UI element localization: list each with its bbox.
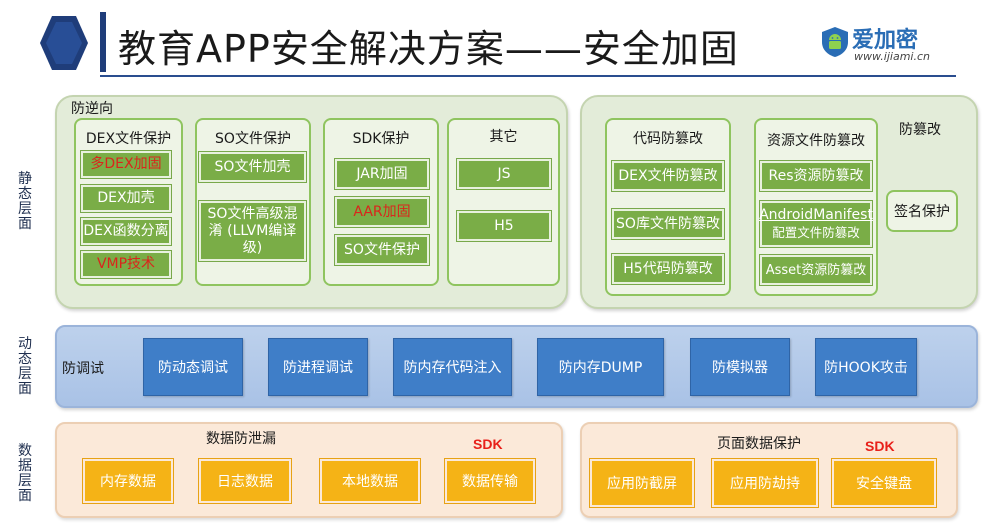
title-accent-bar [100,12,106,72]
page-data-sdk-label: SDK [865,438,895,454]
memory-data-button[interactable]: 内存数据 [83,459,173,503]
log-data-button[interactable]: 日志数据 [199,459,291,503]
anti-tamper-label: 防篡改 [899,122,941,138]
anti-memory-dump-button[interactable]: 防内存DUMP [537,338,664,396]
anti-hijack-button[interactable]: 应用防劫持 [712,459,818,507]
local-data-button[interactable]: 本地数据 [320,459,420,503]
jar-reinforce-button[interactable]: JAR加固 [335,159,429,189]
manifest-tamper-line1: AndroidManifest [759,207,873,223]
res-tamper-button[interactable]: Res资源防篡改 [760,161,872,191]
logo-url: www.ijiami.cn [854,50,930,63]
vmp-tech-button[interactable]: VMP技术 [81,251,171,278]
anti-process-debug-button[interactable]: 防进程调试 [268,338,368,396]
anti-reverse-label: 防逆向 [71,101,113,117]
anti-hook-button[interactable]: 防HOOK攻击 [815,338,917,396]
code-tamper-title: 代码防篡改 [633,131,703,147]
h5-tamper-button[interactable]: H5代码防篡改 [612,254,724,284]
so-tamper-button[interactable]: SO库文件防篡改 [612,209,724,239]
anti-debug-label: 防调试 [62,361,104,377]
data-transfer-button[interactable]: 数据传输 [445,459,535,503]
sdk-group-title: SDK保护 [352,131,410,147]
anti-dynamic-debug-button[interactable]: 防动态调试 [143,338,243,396]
anti-emulator-button[interactable]: 防模拟器 [690,338,790,396]
side-label-dynamic: 动态层面 [18,336,32,397]
manifest-tamper-button[interactable]: AndroidManifest 配置文件防篡改 [759,201,873,247]
h5-protect-button[interactable]: H5 [457,211,551,241]
android-shield-logo-icon [820,26,850,58]
dex-tamper-button[interactable]: DEX文件防篡改 [612,161,724,191]
other-group-title: 其它 [489,129,518,145]
other-protection-group [447,118,560,286]
resource-tamper-title: 资源文件防篡改 [767,133,865,149]
dex-group-title: DEX文件保护 [85,131,172,147]
title-hexagon-icon [38,14,90,72]
dex-shell-button[interactable]: DEX加壳 [81,185,171,212]
asset-tamper-button[interactable]: Asset资源防篡改 [760,255,872,285]
secure-keyboard-button[interactable]: 安全键盘 [832,459,936,507]
anti-memory-injection-button[interactable]: 防内存代码注入 [393,338,512,396]
signature-protect-box[interactable]: 签名保护 [886,190,958,232]
data-leak-sdk-label: SDK [473,436,503,452]
data-leak-title: 数据防泄漏 [206,431,276,447]
logo-brand-name: 爱加密 [852,28,919,53]
side-label-static: 静态层面 [18,171,32,232]
title-underline [100,75,956,77]
so-group-title: SO文件保护 [215,131,291,147]
side-label-data: 数据层面 [18,443,32,504]
page-data-protect-title: 页面数据保护 [717,436,801,452]
anti-screenshot-button[interactable]: 应用防截屏 [590,459,694,507]
dex-function-split-button[interactable]: DEX函数分离 [81,218,171,245]
so-llvm-obfuscation-button[interactable]: SO文件高级混淆 (LLVM编译级) [199,201,306,261]
sdk-so-protect-button[interactable]: SO文件保护 [335,235,429,265]
multi-dex-reinforce-button[interactable]: 多DEX加固 [81,151,171,178]
manifest-tamper-line2: 配置文件防篡改 [772,225,860,240]
js-protect-button[interactable]: JS [457,159,551,189]
page-title: 教育APP安全解决方案——安全加固 [118,27,739,71]
aar-reinforce-button[interactable]: AAR加固 [335,197,429,227]
so-shell-button[interactable]: SO文件加壳 [199,152,306,182]
